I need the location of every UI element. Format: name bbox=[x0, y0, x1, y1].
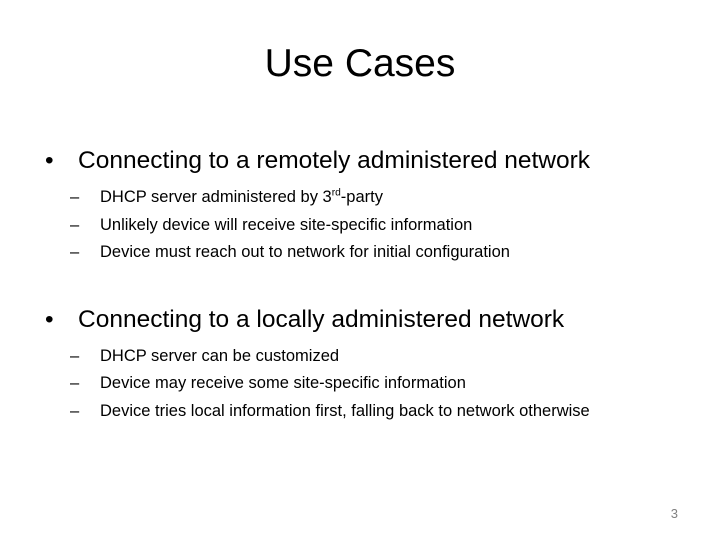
subbullet-text-suffix: -party bbox=[340, 188, 383, 206]
subbullet-label: Device tries local information first, fa… bbox=[100, 401, 590, 420]
dash-icon: – bbox=[70, 243, 80, 261]
bullet-item-local: • Connecting to a locally administered n… bbox=[36, 304, 696, 336]
bullet-label: Connecting to a locally administered net… bbox=[78, 305, 565, 333]
subbullet-item: – Device must reach out to network for i… bbox=[36, 239, 696, 267]
subbullet-label: DHCP server administered by 3rd-party bbox=[100, 188, 383, 206]
subbullet-label: DHCP server can be customized bbox=[100, 346, 340, 365]
bullet-label: Connecting to a remotely administered ne… bbox=[78, 147, 591, 174]
subbullet-label: Unlikely device will receive site-specif… bbox=[100, 215, 473, 234]
superscript-ordinal: rd bbox=[331, 187, 341, 199]
dash-icon: – bbox=[70, 215, 80, 234]
dash-icon: – bbox=[70, 374, 80, 392]
bullet-group-1: • Connecting to a remotely administered … bbox=[36, 145, 696, 267]
dash-icon: – bbox=[70, 346, 80, 365]
dash-icon: – bbox=[70, 401, 80, 420]
subbullet-item: – Device may receive some site-specific … bbox=[36, 370, 696, 398]
subbullet-label: Device must reach out to network for ini… bbox=[100, 243, 510, 261]
bullet-item-remote: • Connecting to a remotely administered … bbox=[36, 145, 696, 177]
bullet-dot-icon: • bbox=[45, 147, 54, 174]
bullet-dot-icon: • bbox=[45, 305, 54, 333]
bullet-group-2: • Connecting to a locally administered n… bbox=[36, 304, 696, 426]
subbullet-text-prefix: DHCP server administered by 3 bbox=[100, 188, 332, 206]
subbullet-list-1: – DHCP server administered by 3rd-party … bbox=[36, 184, 696, 267]
subbullet-item: – DHCP server can be customized bbox=[36, 343, 696, 371]
slide-page-number: 3 bbox=[670, 506, 678, 521]
slide-title: Use Cases bbox=[264, 42, 456, 85]
dash-icon: – bbox=[70, 188, 80, 206]
subbullet-item: – Unlikely device will receive site-spec… bbox=[36, 212, 696, 240]
subbullet-label: Device may receive some site-specific in… bbox=[100, 374, 466, 392]
subbullet-list-2: – DHCP server can be customized – Device… bbox=[36, 343, 696, 426]
subbullet-item: – DHCP server administered by 3rd-party bbox=[36, 184, 696, 212]
subbullet-item: – Device tries local information first, … bbox=[36, 398, 696, 426]
slide-body: • Connecting to a remotely administered … bbox=[36, 145, 696, 425]
